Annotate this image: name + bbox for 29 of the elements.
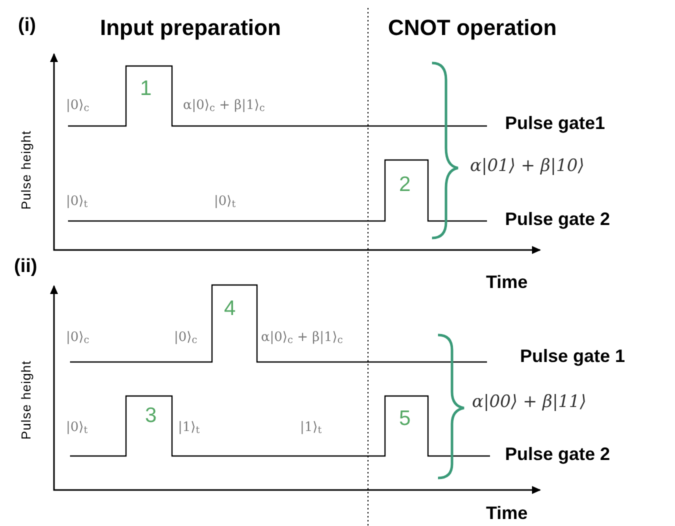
state-label: |0⟩$_{c}$ bbox=[66, 330, 90, 346]
state-label: |0⟩$_{c}$ bbox=[66, 98, 90, 114]
state-label: α|0⟩$_{c}$ + β|1⟩$_{c}$ bbox=[261, 330, 343, 346]
state-label: |0⟩$_{c}$ bbox=[174, 330, 198, 346]
gate-label: Pulse gate 1 bbox=[520, 345, 626, 368]
gate-label: Pulse gate 2 bbox=[505, 443, 610, 466]
axis-label: Pulse height bbox=[17, 130, 34, 210]
state-label: |0⟩$_{t}$ bbox=[66, 420, 88, 436]
pulse-number: 3 bbox=[145, 403, 157, 429]
section-heading: CNOT operation bbox=[388, 14, 557, 42]
pulse-number: 1 bbox=[140, 76, 152, 102]
section-heading: Input preparation bbox=[100, 14, 281, 42]
state-label: α|01⟩ + β|10⟩ bbox=[470, 156, 584, 178]
state-label: |1⟩$_{t}$ bbox=[178, 420, 200, 436]
state-label: α|0⟩$_{c}$ + β|1⟩$_{c}$ bbox=[183, 98, 265, 114]
pulse-number: 5 bbox=[399, 406, 411, 432]
panel-label: (ii) bbox=[14, 255, 38, 279]
pulse-number: 2 bbox=[399, 172, 411, 198]
state-label: α|00⟩ + β|11⟩ bbox=[472, 392, 586, 414]
state-label: |1⟩$_{t}$ bbox=[300, 420, 322, 436]
gate-label: Pulse gate 2 bbox=[505, 208, 610, 230]
state-label: |0⟩$_{t}$ bbox=[214, 194, 236, 210]
pulse-number: 4 bbox=[224, 296, 236, 322]
axis-title: Time bbox=[486, 502, 528, 524]
state-label: |0⟩$_{t}$ bbox=[66, 194, 88, 210]
gate-label: Pulse gate1 bbox=[505, 112, 606, 134]
panel-label: (i) bbox=[18, 14, 36, 38]
axis-label: Pulse height bbox=[17, 360, 34, 440]
axis-title: Time bbox=[486, 271, 528, 294]
